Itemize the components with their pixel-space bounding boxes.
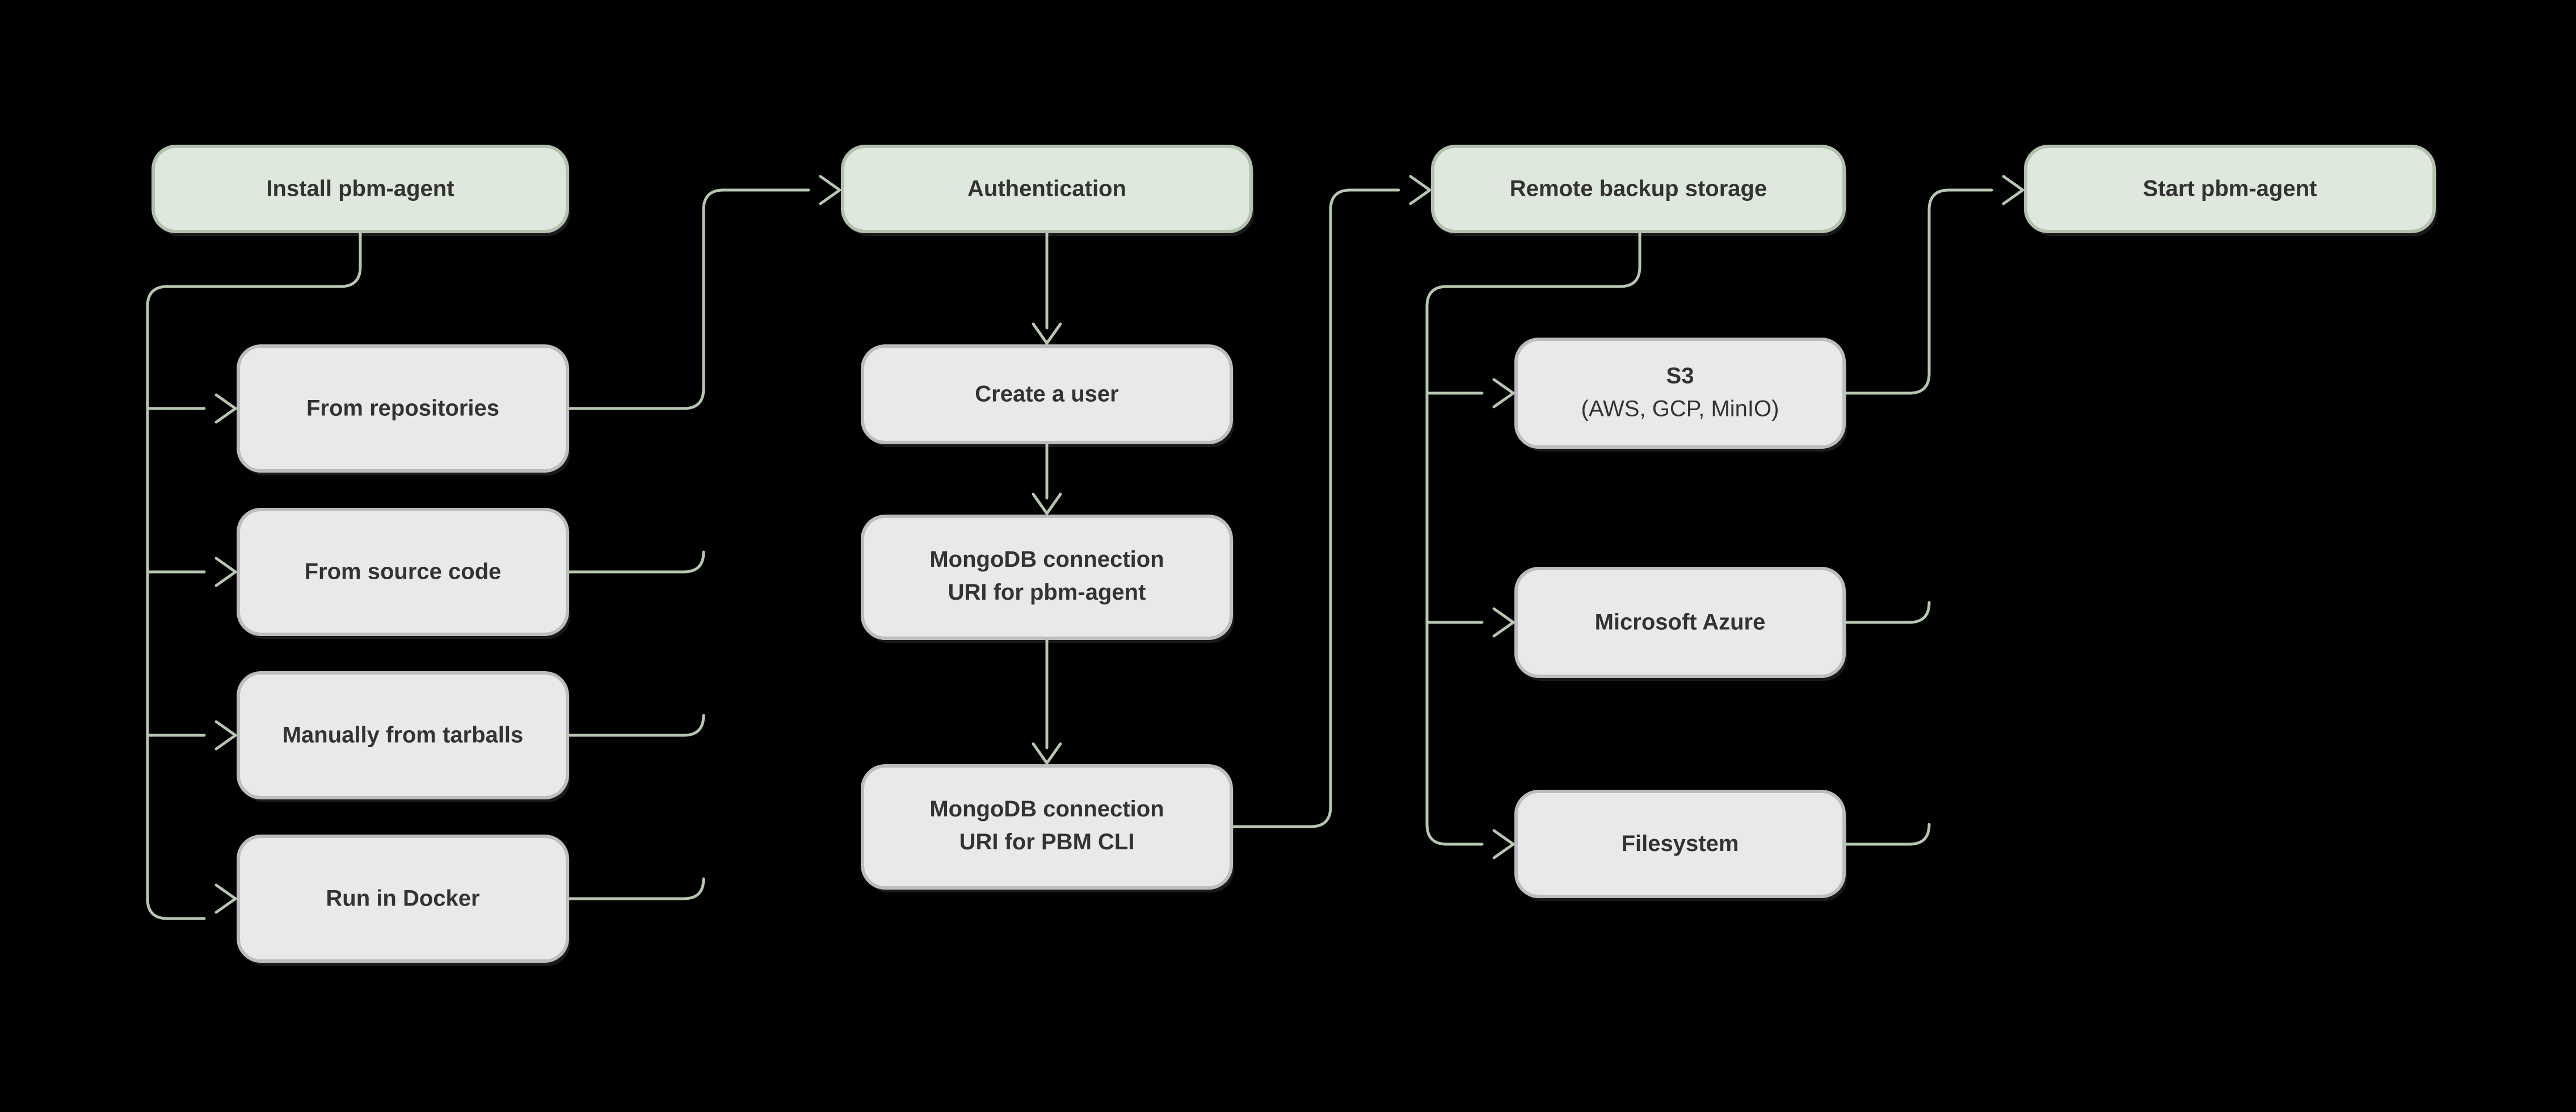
arrow-to-azure-icon xyxy=(1492,607,1515,638)
arrow-to-from-source-code-icon xyxy=(214,557,237,587)
edge-uri-cli-to-remote-backup-storage xyxy=(1230,188,1400,828)
edge-storage-branch-trunk xyxy=(1425,230,1641,846)
edge-layer xyxy=(146,188,1993,920)
node-box-microsoft-azure[interactable] xyxy=(1514,567,1846,678)
node-microsoft-azure[interactable]: Microsoft Azure xyxy=(1514,567,1847,681)
edge-install-branch-trunk xyxy=(146,230,362,920)
node-run-in-docker[interactable]: Run in Docker xyxy=(237,835,570,966)
arrow-to-remote-backup-storage-icon xyxy=(1409,175,1432,205)
arrow-to-create-a-user-icon xyxy=(1032,322,1062,345)
arrow-to-authentication-icon xyxy=(819,175,841,205)
node-install[interactable]: Install pbm-agent xyxy=(151,145,570,236)
edge-left-merge-run-in-docker xyxy=(566,877,705,900)
arrow-to-run-in-docker-icon xyxy=(214,883,237,914)
node-start-pbm-agent[interactable]: Start pbm-agent xyxy=(2024,145,2437,236)
node-authentication[interactable]: Authentication xyxy=(841,145,1254,236)
arrow-to-uri-pbm-cli-icon xyxy=(1032,742,1062,765)
arrowhead-layer xyxy=(214,175,2024,914)
node-manually-tarballs[interactable]: Manually from tarballs xyxy=(237,671,570,802)
edge-left-merge-manually-tarballs xyxy=(566,714,705,737)
node-box-manually-tarballs[interactable] xyxy=(237,671,569,799)
node-box-authentication[interactable] xyxy=(841,145,1253,233)
node-box-mongodb-uri-pbm-cli[interactable] xyxy=(861,764,1233,890)
arrow-to-filesystem-icon xyxy=(1492,829,1515,860)
node-box-install[interactable] xyxy=(151,145,569,233)
edge-left-merge-from-source-code xyxy=(566,550,705,574)
arrow-to-s3-icon xyxy=(1492,378,1515,408)
node-box-mongodb-uri-pbm-agent[interactable] xyxy=(861,515,1233,640)
edge-left-merge-trunk xyxy=(566,188,810,410)
node-s3-storage[interactable]: S3(AWS, GCP, MinIO) xyxy=(1514,338,1847,452)
node-box-start-pbm-agent[interactable] xyxy=(2024,145,2436,233)
node-box-create-a-user[interactable] xyxy=(861,344,1233,444)
arrow-to-start-pbm-agent-icon xyxy=(2002,175,2024,205)
node-box-from-repositories[interactable] xyxy=(237,344,569,473)
arrow-to-from-repositories-icon xyxy=(214,393,237,424)
arrow-to-manually-tarballs-icon xyxy=(214,720,237,751)
node-create-a-user[interactable]: Create a user xyxy=(861,344,1234,447)
node-box-remote-backup-storage[interactable] xyxy=(1431,145,1846,233)
node-box-run-in-docker[interactable] xyxy=(237,835,569,963)
node-box-s3-storage[interactable] xyxy=(1514,338,1846,449)
edge-right-merge-trunk xyxy=(1842,188,1993,395)
edge-right-merge-azure xyxy=(1842,601,1931,624)
edge-right-merge-filesystem xyxy=(1842,823,1931,846)
node-box-filesystem[interactable] xyxy=(1514,790,1846,898)
node-box-from-source-code[interactable] xyxy=(237,508,569,636)
node-from-repositories[interactable]: From repositories xyxy=(237,344,570,475)
node-from-source-code[interactable]: From source code xyxy=(237,508,570,639)
node-filesystem[interactable]: Filesystem xyxy=(1514,790,1847,901)
arrow-to-uri-pbm-agent-icon xyxy=(1032,492,1062,515)
node-remote-backup-storage[interactable]: Remote backup storage xyxy=(1431,145,1847,236)
